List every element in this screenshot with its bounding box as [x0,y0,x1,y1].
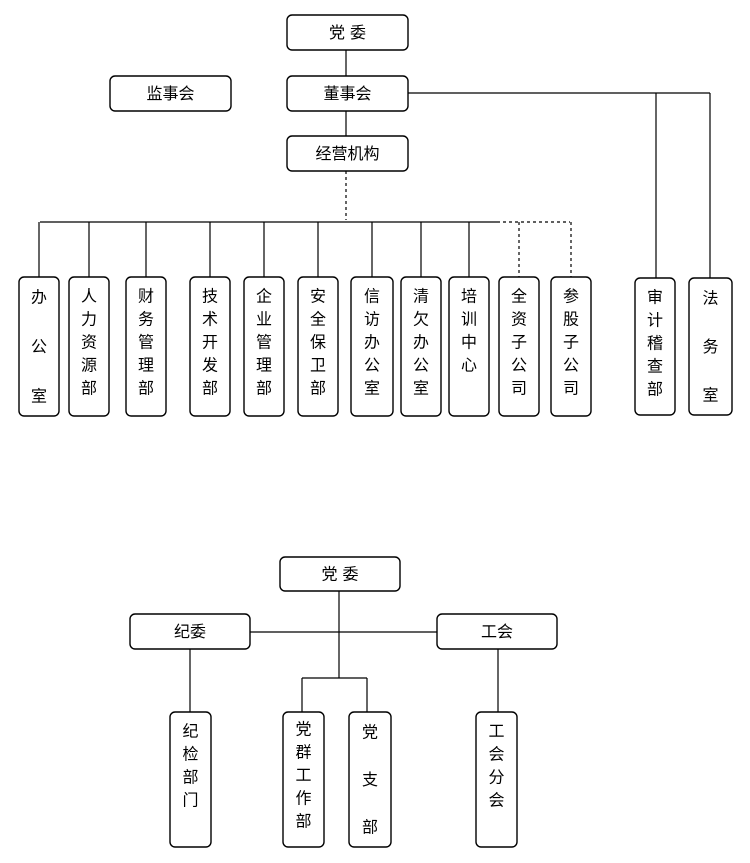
enterprise-mgmt-dept-box-frame [243,276,285,417]
discipline-committee-box: 纪委 [129,613,251,650]
audit-dept-box: 审计稽查部 [634,277,676,416]
hr-dept-box: 人力资源部 [68,276,110,417]
org-boxes: 党 委监事会董事会经营机构办公室人力资源部财务管理部技术开发部企业管理部安全保卫… [18,14,733,848]
general-office-box-label: 办公室 [31,288,47,406]
trade-union-box-frame [436,613,558,650]
party-affairs-dept-box-frame [282,711,325,848]
party-branch-box-frame [348,711,392,848]
enterprise-mgmt-dept-box: 企业管理部 [243,276,285,417]
bottom-party-committee-box-label: 党 委 [321,565,358,584]
party-committee-box-label: 党 委 [329,23,366,42]
enterprise-mgmt-dept-box-label: 企业管理部 [256,287,272,398]
security-dept-box-frame [297,276,339,417]
audit-dept-box-label: 审计稽查部 [647,288,663,399]
connector-lines [38,50,711,712]
discipline-dept-box: 纪检部门 [169,711,212,848]
party-branch-box-label: 党支部 [362,723,378,837]
bottom-party-committee-box: 党 委 [279,556,401,592]
hr-dept-box-frame [68,276,110,417]
debt-collection-office-box: 清欠办公室 [400,276,442,417]
hr-dept-box-label: 人力资源部 [81,287,97,398]
security-dept-box-label: 安全保卫部 [310,287,326,398]
general-office-box: 办公室 [18,276,60,417]
board-of-supervisors-box: 监事会 [109,75,232,112]
bottom-party-committee-box-frame [279,556,401,592]
discipline-dept-box-label: 纪检部门 [182,722,198,810]
discipline-committee-box-label: 纪委 [174,622,206,641]
legal-office-box-frame [688,277,733,416]
security-dept-box: 安全保卫部 [297,276,339,417]
party-committee-box-frame [286,14,409,51]
discipline-committee-box-frame [129,613,251,650]
trade-union-branch-box-frame [475,711,518,848]
board-of-directors-box-frame [286,75,409,112]
petition-office-box: 信访办公室 [350,276,394,417]
associate-company-box: 参股子公司 [550,276,592,417]
party-affairs-dept-box: 党群工作部 [282,711,325,848]
tech-dev-dept-box-label: 技术开发部 [202,287,218,398]
associate-company-box-label: 参股子公司 [563,287,579,398]
wholly-owned-subsidiary-box-frame [498,276,540,417]
petition-office-box-frame [350,276,394,417]
debt-collection-office-box-frame [400,276,442,417]
legal-office-box-label: 法务室 [702,289,718,405]
legal-office-box: 法务室 [688,277,733,416]
board-of-directors-box: 董事会 [286,75,409,112]
finance-dept-box-label: 财务管理部 [138,287,154,398]
party-affairs-dept-box-label: 党群工作部 [295,720,311,831]
training-center-box-frame [448,276,490,417]
board-of-supervisors-box-frame [109,75,232,112]
trade-union-box: 工会 [436,613,558,650]
trade-union-branch-box-label: 工会分会 [488,722,504,810]
wholly-owned-subsidiary-box-label: 全资子公司 [511,287,527,398]
tech-dev-dept-box-frame [189,276,231,417]
debt-collection-office-box-label: 清欠办公室 [413,287,429,398]
training-center-box-label: 培训中心 [461,287,477,375]
management-box-label: 经营机构 [315,144,379,163]
board-of-supervisors-box-label: 监事会 [146,84,194,103]
finance-dept-box-frame [125,276,167,417]
trade-union-branch-box: 工会分会 [475,711,518,848]
audit-dept-box-frame [634,277,676,416]
board-of-directors-box-label: 董事会 [323,84,371,103]
trade-union-box-label: 工会 [481,622,513,641]
finance-dept-box: 财务管理部 [125,276,167,417]
party-committee-box: 党 委 [286,14,409,51]
training-center-box: 培训中心 [448,276,490,417]
management-box-frame [286,135,409,172]
general-office-box-frame [18,276,60,417]
tech-dev-dept-box: 技术开发部 [189,276,231,417]
associate-company-box-frame [550,276,592,417]
wholly-owned-subsidiary-box: 全资子公司 [498,276,540,417]
management-box: 经营机构 [286,135,409,172]
petition-office-box-label: 信访办公室 [364,287,380,398]
discipline-dept-box-frame [169,711,212,848]
party-branch-box: 党支部 [348,711,392,848]
